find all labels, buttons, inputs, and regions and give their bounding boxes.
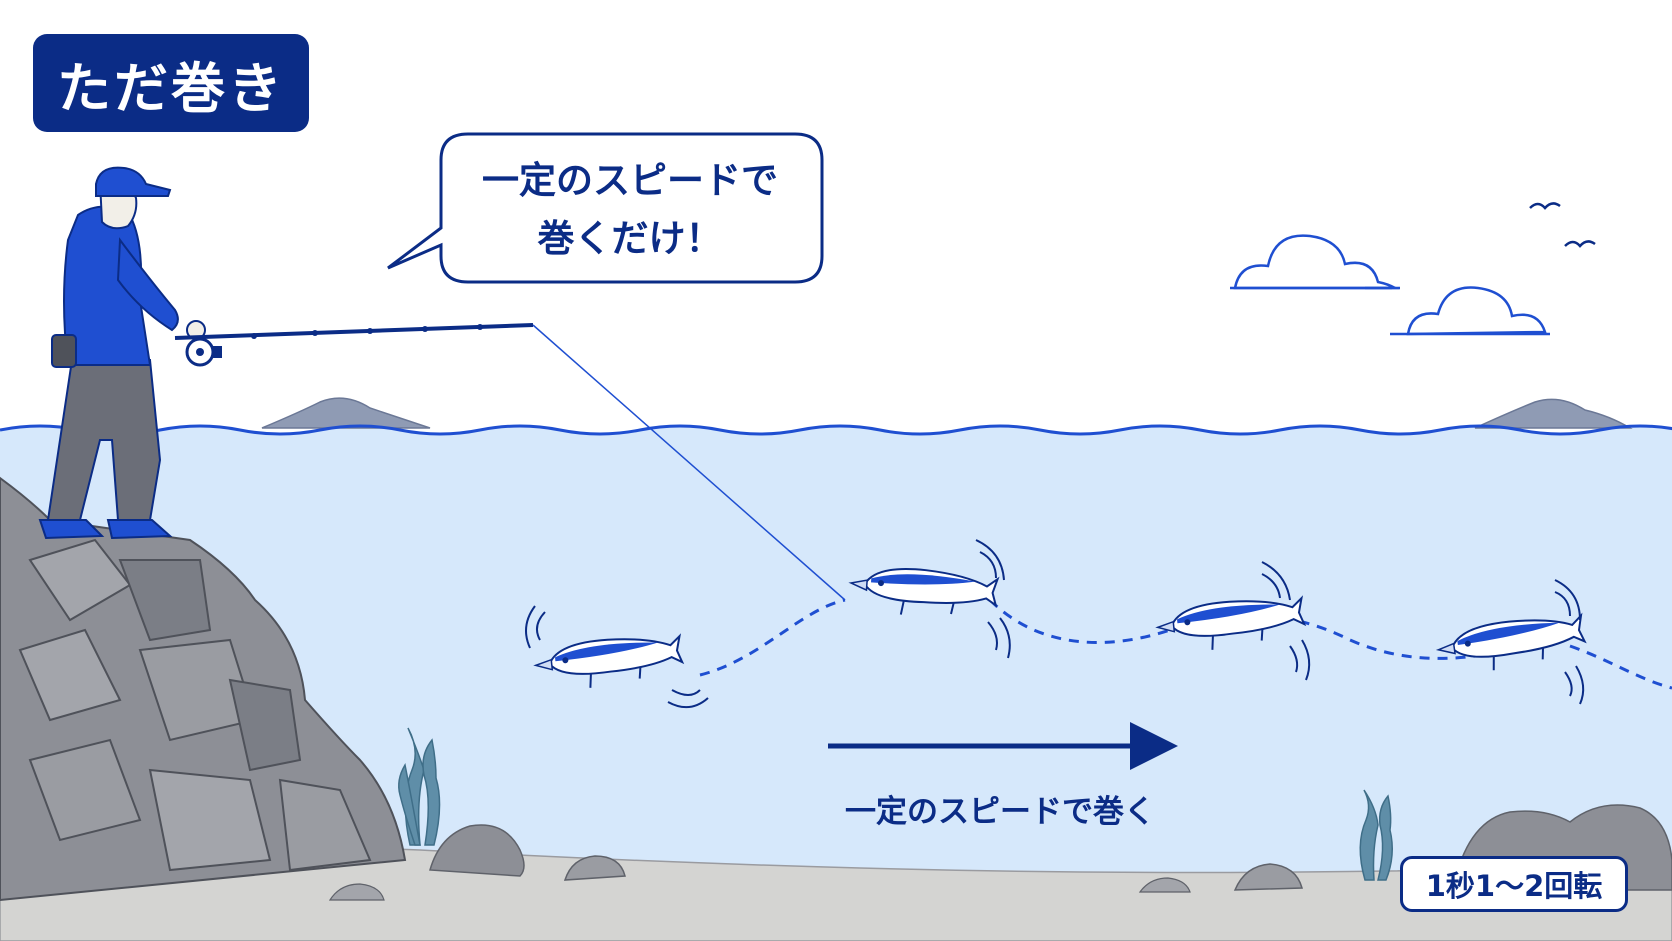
reel-icon [187, 339, 222, 365]
page-title: ただ巻き [57, 44, 285, 123]
speech-bubble-line-2: 巻くだけ！ [440, 210, 820, 268]
island-right [1475, 399, 1630, 428]
arrow-label: 一定のスピードで巻く [820, 786, 1180, 831]
bird-icon [1565, 241, 1595, 246]
speed-badge-text: 1秒1〜2回転 [1426, 863, 1603, 905]
speech-bubble-line-1: 一定のスピードで [440, 152, 820, 210]
cloud-icon [1230, 236, 1400, 288]
island-left [262, 398, 430, 428]
bird-icon [1530, 203, 1560, 208]
speed-badge: 1秒1〜2回転 [1400, 856, 1628, 912]
cloud-icon [1390, 288, 1550, 334]
speech-bubble-text: 一定のスピードで 巻くだけ！ [440, 152, 820, 268]
title-badge: ただ巻き [33, 34, 309, 132]
